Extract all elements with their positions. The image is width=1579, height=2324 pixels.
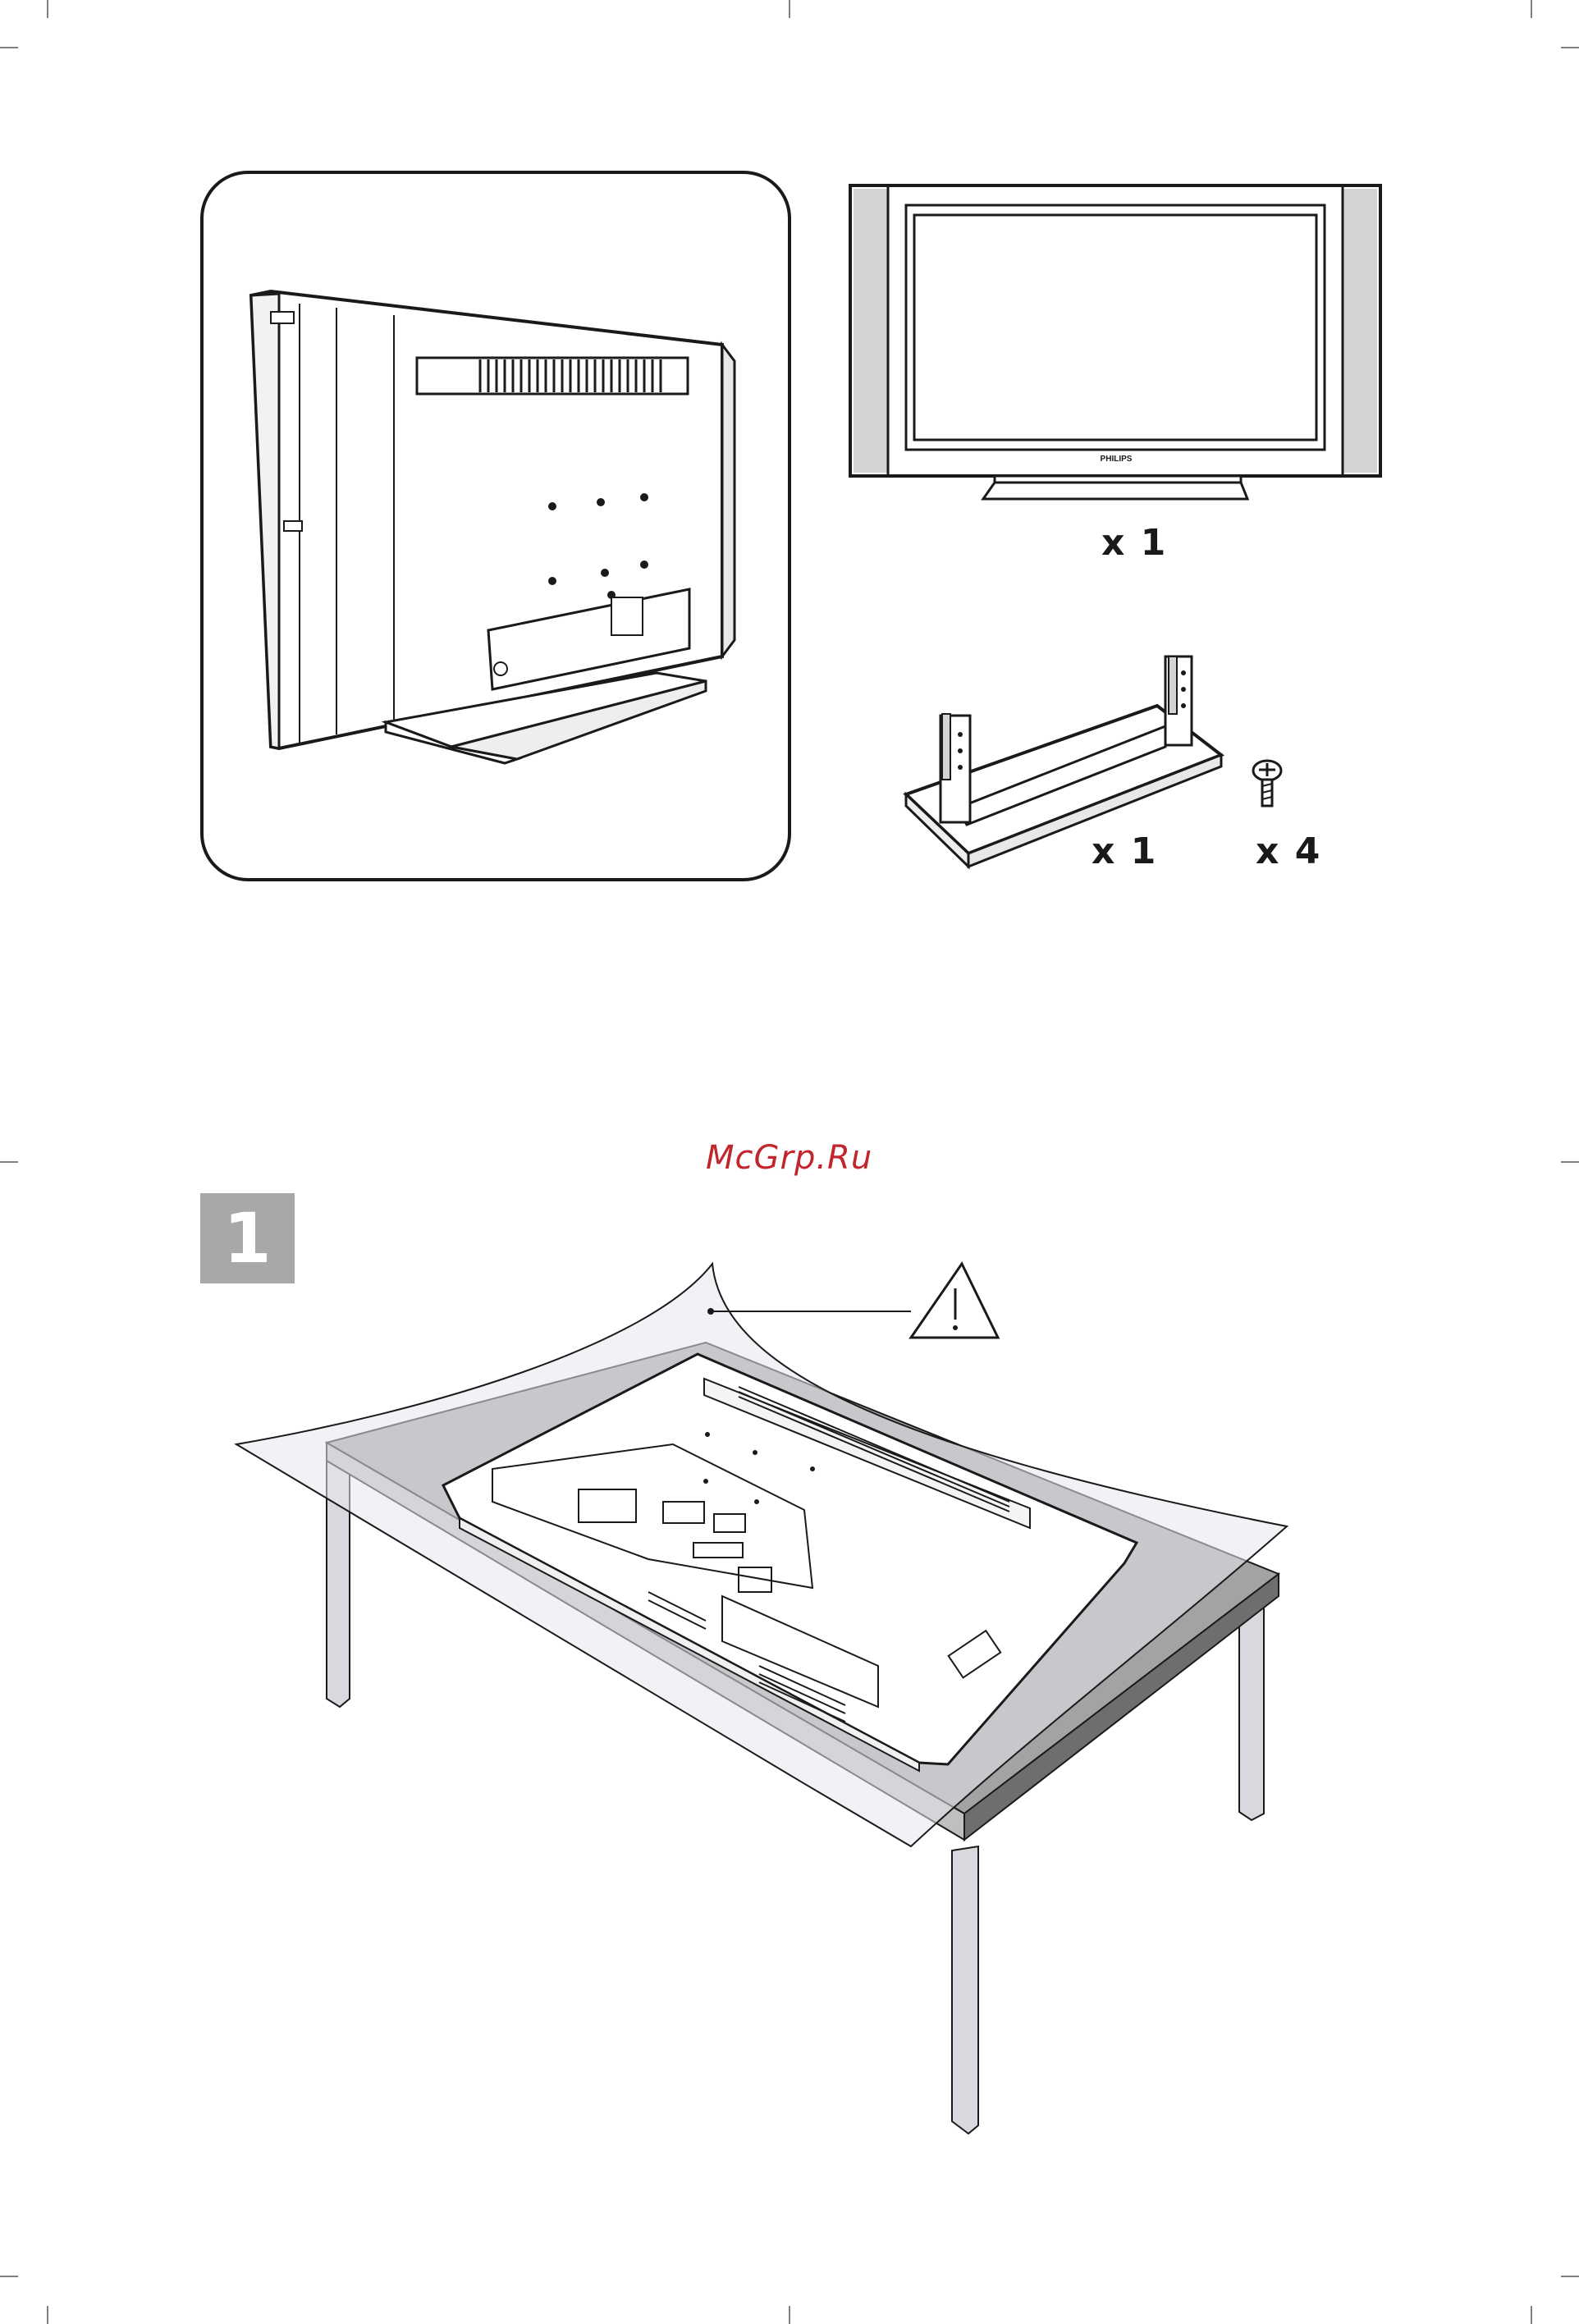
tv-quantity: x 1	[1101, 522, 1167, 564]
watermark-text: McGrp.Ru	[706, 1139, 872, 1177]
brand-logo: PHILIPS	[1101, 455, 1133, 464]
stand-quantity: x 1	[1092, 830, 1157, 872]
tv-front-view: PHILIPS	[850, 185, 1380, 499]
step-number-badge: 1	[200, 1193, 295, 1283]
screw-part	[1253, 761, 1281, 806]
stand-part	[906, 656, 1221, 867]
table-scene	[236, 1264, 1287, 2134]
screw-quantity: x 4	[1256, 830, 1321, 872]
tv-back-view-panel	[202, 172, 790, 880]
warning-triangle-icon	[911, 1264, 998, 1338]
